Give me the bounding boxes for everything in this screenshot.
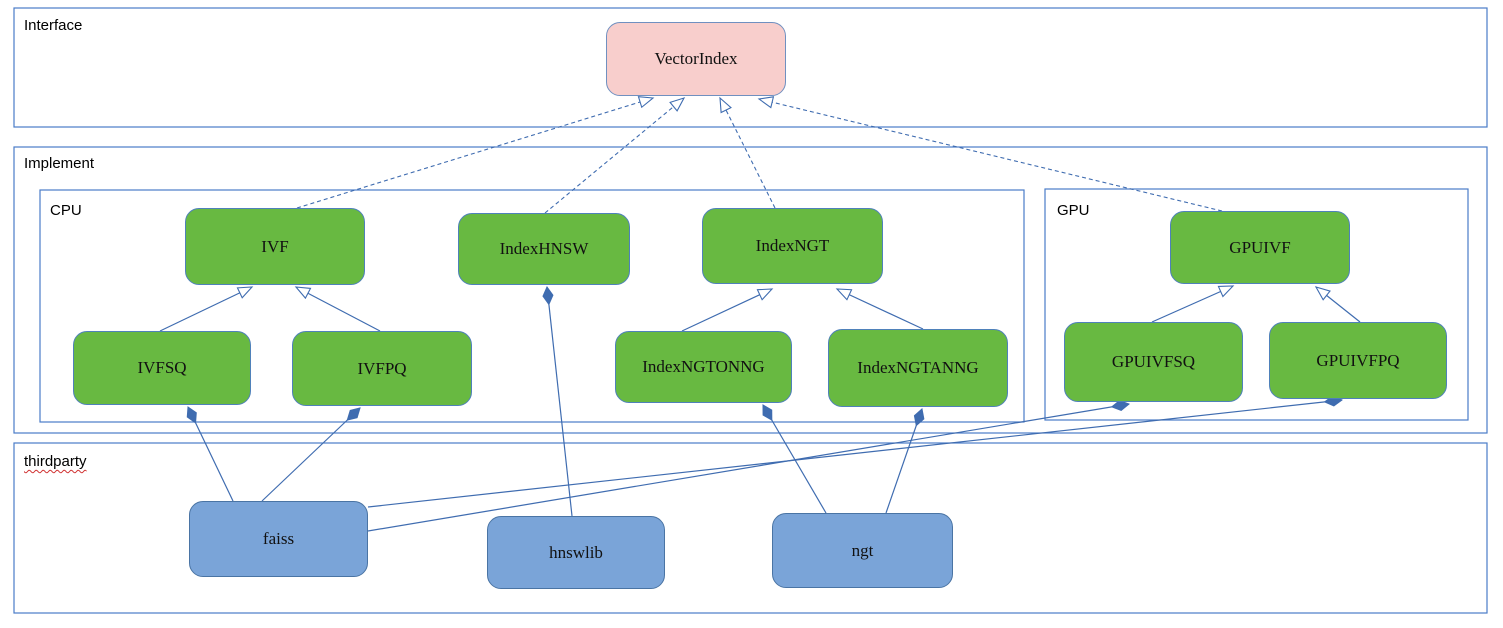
- node-ngt-label: ngt: [851, 540, 874, 560]
- cpu-container: [39, 189, 1025, 423]
- node-indexngtanng[interactable]: IndexNGTANNG: [828, 329, 1008, 407]
- implement-label-text: Implement: [24, 155, 95, 172]
- edge-ivfsq-ivf: [159, 286, 254, 332]
- node-gpuivfpq-label: GPUIVFPQ: [1316, 350, 1400, 370]
- node-gpuivf-label: GPUIVF: [1229, 237, 1291, 257]
- node-faiss[interactable]: faiss: [189, 501, 368, 577]
- implement-container-label: Implement: [24, 155, 95, 173]
- gpu-container: [1044, 188, 1469, 421]
- edge-faiss-gpuivfpq: [367, 395, 1344, 508]
- thirdparty-label-text: thirdparty: [24, 453, 87, 470]
- node-indexngtonng[interactable]: IndexNGTONNG: [615, 331, 792, 403]
- edge-gpuivfsq-gpuivf: [1151, 285, 1235, 323]
- edge-gpuivf-vectorindex: [757, 96, 1223, 212]
- node-indexngt-label: IndexNGT: [755, 236, 830, 255]
- node-indexhnsw[interactable]: IndexHNSW: [458, 213, 630, 285]
- node-hnswlib-label: hnswlib: [549, 542, 603, 562]
- node-ivf-label: IVF: [261, 236, 289, 256]
- node-ivfsq-label: IVFSQ: [137, 358, 187, 377]
- edge-hnswlib-indexhnsw: [542, 285, 573, 517]
- gpu-label-text: GPU: [1057, 202, 1090, 219]
- edge-ngt-indexngtonng: [762, 404, 827, 514]
- node-ivf[interactable]: IVF: [185, 208, 365, 285]
- node-ivfpq-label: IVFPQ: [357, 358, 407, 378]
- edge-ngt-indexngtanng: [885, 408, 925, 514]
- node-ngt[interactable]: ngt: [772, 513, 953, 588]
- node-hnswlib[interactable]: hnswlib: [487, 516, 665, 589]
- node-indexngtanng-label: IndexNGTANNG: [857, 358, 979, 377]
- node-vectorindex[interactable]: VectorIndex: [606, 22, 786, 96]
- thirdparty-container-label: thirdparty: [24, 453, 87, 471]
- interface-label-text: Interface: [24, 17, 83, 34]
- node-indexngt[interactable]: IndexNGT: [702, 208, 883, 284]
- node-ivfsq[interactable]: IVFSQ: [73, 331, 251, 405]
- node-gpuivfsq-label: GPUIVFSQ: [1111, 352, 1196, 371]
- cpu-container-label: CPU: [50, 202, 82, 220]
- node-indexhnsw-label: IndexHNSW: [499, 239, 589, 258]
- gpu-container-label: GPU: [1057, 202, 1090, 220]
- interface-container-label: Interface: [24, 17, 83, 35]
- edge-indexngtonng-indexngt: [681, 288, 774, 332]
- implement-container: [13, 146, 1488, 434]
- node-ivfpq[interactable]: IVFPQ: [292, 331, 472, 406]
- node-vectorindex-label: VectorIndex: [654, 49, 738, 68]
- edge-ivfpq-ivf: [294, 286, 381, 332]
- edge-faiss-ivfpq: [261, 407, 361, 502]
- node-gpuivf[interactable]: GPUIVF: [1170, 211, 1350, 284]
- edge-gpuivfpq-gpuivf: [1314, 286, 1361, 323]
- edge-indexngt-vectorindex: [719, 96, 776, 209]
- edge-faiss-ivfsq: [186, 406, 234, 502]
- node-faiss-label: faiss: [262, 529, 295, 548]
- thirdparty-container: [13, 442, 1488, 614]
- edge-faiss-gpuivfsq: [367, 399, 1130, 532]
- edge-indexngtanng-indexngt: [835, 288, 924, 330]
- edge-ivf-vectorindex: [296, 96, 655, 209]
- node-indexngtonng-label: IndexNGTONNG: [642, 357, 765, 376]
- edge-indexhnsw-vectorindex: [544, 97, 686, 214]
- interface-container: [13, 7, 1488, 128]
- node-gpuivfsq[interactable]: GPUIVFSQ: [1064, 322, 1243, 402]
- cpu-label-text: CPU: [50, 202, 82, 219]
- node-gpuivfpq[interactable]: GPUIVFPQ: [1269, 322, 1447, 399]
